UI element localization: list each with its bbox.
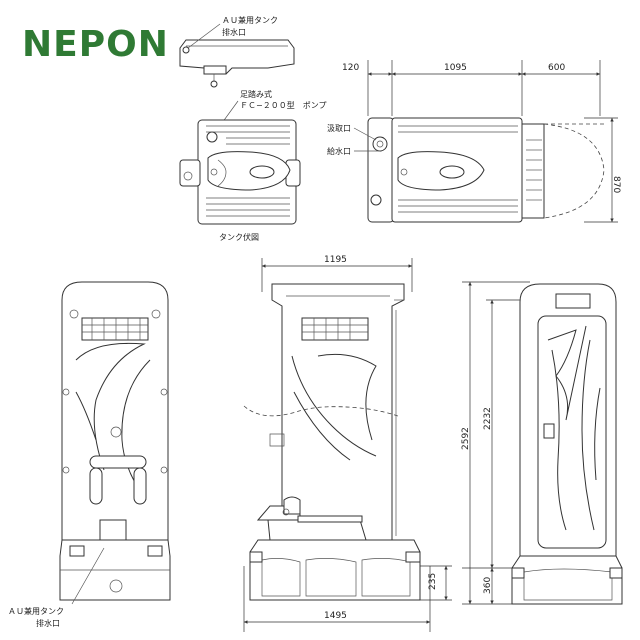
- dim-base-height-front: 360: [483, 577, 493, 594]
- door-swing-arc: [543, 123, 605, 219]
- tank-plan-view: [179, 119, 301, 225]
- dim-plan-w2: 1095: [444, 63, 467, 73]
- label-drain-bottom: 排水口: [36, 618, 60, 628]
- brand-logo: NEPON: [22, 24, 169, 65]
- label-tank-view: タンク伏図: [219, 232, 259, 242]
- dim-width-bottom: 1495: [324, 611, 347, 621]
- front-view: [511, 283, 623, 605]
- dim-width-top: 1195: [324, 255, 347, 265]
- dim-height-total: 2592: [461, 427, 471, 450]
- dim-plan-w1: 120: [342, 63, 359, 73]
- drain-port-icon: [182, 46, 190, 54]
- dim-plan-w3: 600: [548, 63, 565, 73]
- label-foot-pump-1: 足踏み式: [240, 89, 272, 99]
- label-intake: 汲取口: [327, 124, 351, 133]
- sign-plate: [555, 293, 591, 309]
- side-section-dims: [243, 258, 452, 632]
- label-au-tank-top: ＡＵ兼用タンク: [222, 15, 278, 25]
- pump-icon: [206, 131, 218, 143]
- vent-grille: [81, 317, 149, 341]
- label-drain-top: 排水口: [222, 27, 246, 37]
- floor-plan-dims: [367, 60, 618, 223]
- tank-side-view: [179, 23, 295, 88]
- floor-plan: [367, 117, 605, 223]
- label-au-tank-bottom: ＡＵ兼用タンク: [8, 606, 64, 616]
- dim-height-inner: 2232: [483, 407, 493, 430]
- intake-icon: [372, 136, 388, 152]
- door-panel[interactable]: [537, 315, 607, 549]
- rear-view: [59, 281, 171, 605]
- dim-plan-depth: 870: [611, 176, 621, 193]
- label-foot-pump-2: ＦＣ−２００型 ポンプ: [240, 101, 326, 110]
- label-water-inlet: 給水口: [327, 146, 351, 156]
- side-section: [243, 283, 421, 601]
- dim-base-height: 235: [428, 573, 438, 590]
- door-handle[interactable]: [543, 423, 555, 439]
